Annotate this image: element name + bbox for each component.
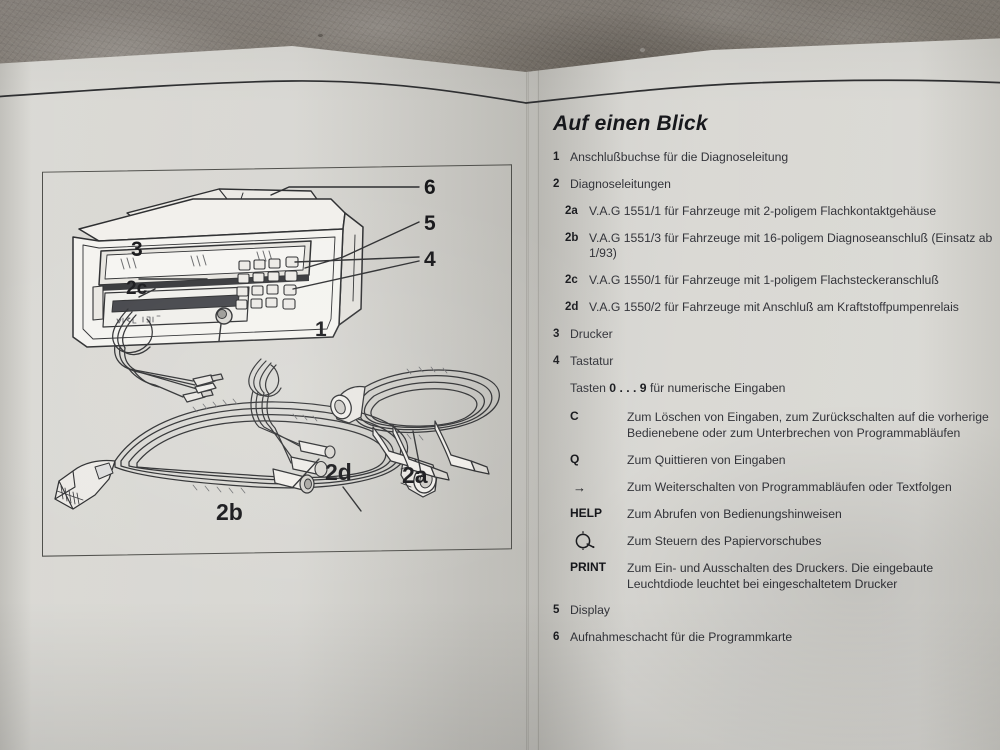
entry-6-slot: 6 Aufnahmeschacht für die Programmkarte [553, 630, 1000, 646]
paper-feed-icon [575, 531, 595, 551]
entry-1: 1 Anschlußbuchse für die Diagnoseleitung [553, 150, 1000, 166]
subentry-2a: 2a V.A.G 1551/1 für Fahrzeuge mit 2-poli… [553, 204, 1000, 220]
entry-3-printer: 3 Drucker [553, 327, 1000, 343]
entry-2-text: Diagnoseleitungen [570, 176, 671, 191]
callout-6: 6 [424, 176, 436, 199]
page-gutter [526, 68, 529, 750]
subentry-2d-text: V.A.G 1550/2 für Fahrzeuge mit Anschluß … [589, 300, 959, 315]
vag-tester-illustration [54, 186, 500, 512]
callout-2a: 2a [402, 462, 428, 488]
entry-1-number: 1 [553, 151, 560, 163]
key-desc-c: Zum Löschen von Eingaben, zum Zurückscha… [627, 409, 989, 440]
key-desc-q: Zum Quittieren von Eingaben [627, 452, 786, 467]
entry-3-text: Drucker [570, 327, 613, 342]
key-row-help: HELP Zum Abrufen von Bedienungshinweisen [553, 506, 1000, 522]
key-row-q: Q Zum Quittieren von Eingaben [553, 452, 1000, 468]
callout-2b: 2b [216, 499, 243, 525]
entry-5-text: Display [570, 603, 610, 618]
numeric-keys-range: 0 . . . 9 [609, 380, 647, 395]
subentry-2a-text: V.A.G 1551/1 für Fahrzeuge mit 2-poligem… [589, 203, 937, 218]
callout-3: 3 [131, 238, 143, 261]
subentry-2a-number: 2a [565, 204, 578, 217]
entry-2-number: 2 [553, 177, 560, 190]
callout-5: 5 [424, 212, 436, 235]
entry-5-display: 5 Display [553, 603, 1000, 619]
key-row-c: C Zum Löschen von Eingaben, zum Zurücksc… [553, 409, 1000, 441]
callout-4: 4 [424, 248, 436, 271]
entry-4-number: 4 [553, 354, 560, 367]
key-row-paper-feed: Zum Steuern des Papiervorschubes [553, 531, 1000, 551]
numeric-keys-note-post: für numerische Eingaben [646, 380, 786, 395]
entry-5-number: 5 [553, 604, 560, 617]
subentry-2c-number: 2c [565, 274, 578, 287]
subentry-2c: 2c V.A.G 1550/1 für Fahrzeuge mit 1-poli… [553, 273, 1000, 289]
header-rule [0, 78, 1000, 118]
illustration-frame [42, 164, 512, 557]
key-desc-paper-feed: Zum Steuern des Papiervorschubes [627, 534, 822, 549]
subentry-2b-number: 2b [565, 231, 579, 244]
key-label-print: PRINT [570, 560, 606, 575]
entry-6-number: 6 [553, 631, 560, 644]
right-page-content: Auf einen Blick 1 Anschlußbuchse für die… [553, 112, 1000, 657]
key-label-q: Q [570, 451, 580, 466]
entry-4-keyboard: 4 Tastatur [553, 354, 1000, 370]
key-label-c: C [570, 408, 579, 423]
key-desc-help: Zum Abrufen von Bedienungshinweisen [627, 506, 842, 521]
entry-4-text: Tastatur [570, 353, 614, 368]
callout-2c: 2c [126, 278, 148, 299]
callout-2d: 2d [325, 459, 352, 485]
subentry-2c-text: V.A.G 1550/1 für Fahrzeuge mit 1-poligem… [589, 273, 939, 288]
key-row-arrow: → Zum Weiterschalten von Programmabläufe… [553, 479, 1000, 495]
subentry-2b: 2b V.A.G 1551/3 für Fahrzeuge mit 16-pol… [553, 231, 1000, 263]
callout-1: 1 [315, 318, 327, 341]
key-row-print: PRINT Zum Ein- und Ausschalten des Druck… [553, 560, 1000, 592]
key-label-help: HELP [570, 505, 603, 520]
subentry-2d: 2d V.A.G 1550/2 für Fahrzeuge mit Anschl… [553, 300, 1000, 316]
page-title: Auf einen Blick [553, 112, 708, 135]
entry-2: 2 Diagnoseleitungen [553, 177, 1000, 193]
key-desc-print: Zum Ein- und Ausschalten des Druckers. D… [627, 561, 934, 592]
entry-1-text: Anschlußbuchse für die Diagnoseleitung [570, 150, 789, 164]
entry-3-number: 3 [553, 328, 560, 341]
page-gutter-edge [538, 68, 539, 750]
subentry-2d-number: 2d [565, 301, 579, 314]
key-desc-arrow: Zum Weiterschalten von Programmabläufen … [627, 479, 952, 494]
arrow-right-icon: → [573, 479, 586, 495]
subentry-2b-text: V.A.G 1551/3 für Fahrzeuge mit 16-polige… [589, 230, 993, 261]
numeric-keys-note: Tasten 0 . . . 9 für numerische Eingaben [553, 381, 1000, 397]
entry-6-text: Aufnahmeschacht für die Programmkarte [570, 630, 793, 645]
numeric-keys-note-pre: Tasten [570, 380, 610, 395]
